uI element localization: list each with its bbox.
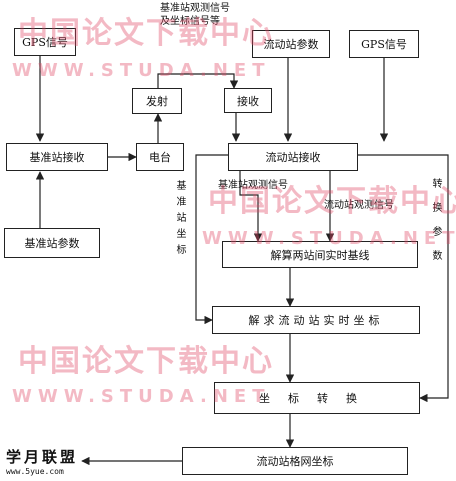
arrow-transform-params <box>358 154 449 403</box>
watermark-text-url: WWW.STUDA.NET <box>12 60 271 81</box>
coordinate-transform-box: 坐标转换 <box>214 382 420 414</box>
radio-box: 电台 <box>136 143 184 171</box>
arrow-transmit-to-receive <box>157 73 239 89</box>
watermark-text-url: WWW.STUDA.NET <box>12 386 271 407</box>
watermark-text-cn: 中国论文下载中心 <box>18 16 274 51</box>
watermark-text-url: WWW.STUDA.NET <box>202 228 456 249</box>
rover-receiver-box: 流动站接收 <box>228 143 358 171</box>
base-params-box: 基准站参数 <box>4 228 100 258</box>
watermark-text-cn: 中国论文下载中心 <box>18 344 274 379</box>
rover-grid-coord-box: 流动站格网坐标 <box>182 447 408 475</box>
base-obs-signal-label: 基准站观测信号 <box>218 180 288 191</box>
arrow-base-coord-to-solve <box>195 154 228 325</box>
arrow-base-obs-to-baseline <box>239 171 263 242</box>
rover-obs-signal-label: 流动站观测信号 <box>324 200 394 211</box>
logo-title: 学月联盟 <box>6 448 79 466</box>
watermark-text-cn: 中国论文下载中心 <box>208 184 456 219</box>
solve-rover-box: 解求流动站实时坐标 <box>212 306 420 334</box>
solve-baseline-box: 解算两站间实时基线 <box>222 241 418 268</box>
transmit-signal-label: 基准站观测信号 及坐标信号等 <box>160 3 230 27</box>
logo-url: www.5yue.com <box>6 467 64 476</box>
transform-params-label: 转换参数 <box>430 178 441 274</box>
gps-signal-right-box: GPS信号 <box>349 30 419 58</box>
gps-signal-left-box: GPS信号 <box>14 28 76 56</box>
rover-params-box: 流动站参数 <box>252 30 330 58</box>
receive-box: 接收 <box>224 88 272 113</box>
base-receiver-box: 基准站接收 <box>6 143 108 171</box>
base-coord-label: 基准站坐标 <box>174 180 185 260</box>
transmit-box: 发射 <box>132 88 182 114</box>
site-logo: 学月联盟 www.5yue.com <box>6 446 86 476</box>
